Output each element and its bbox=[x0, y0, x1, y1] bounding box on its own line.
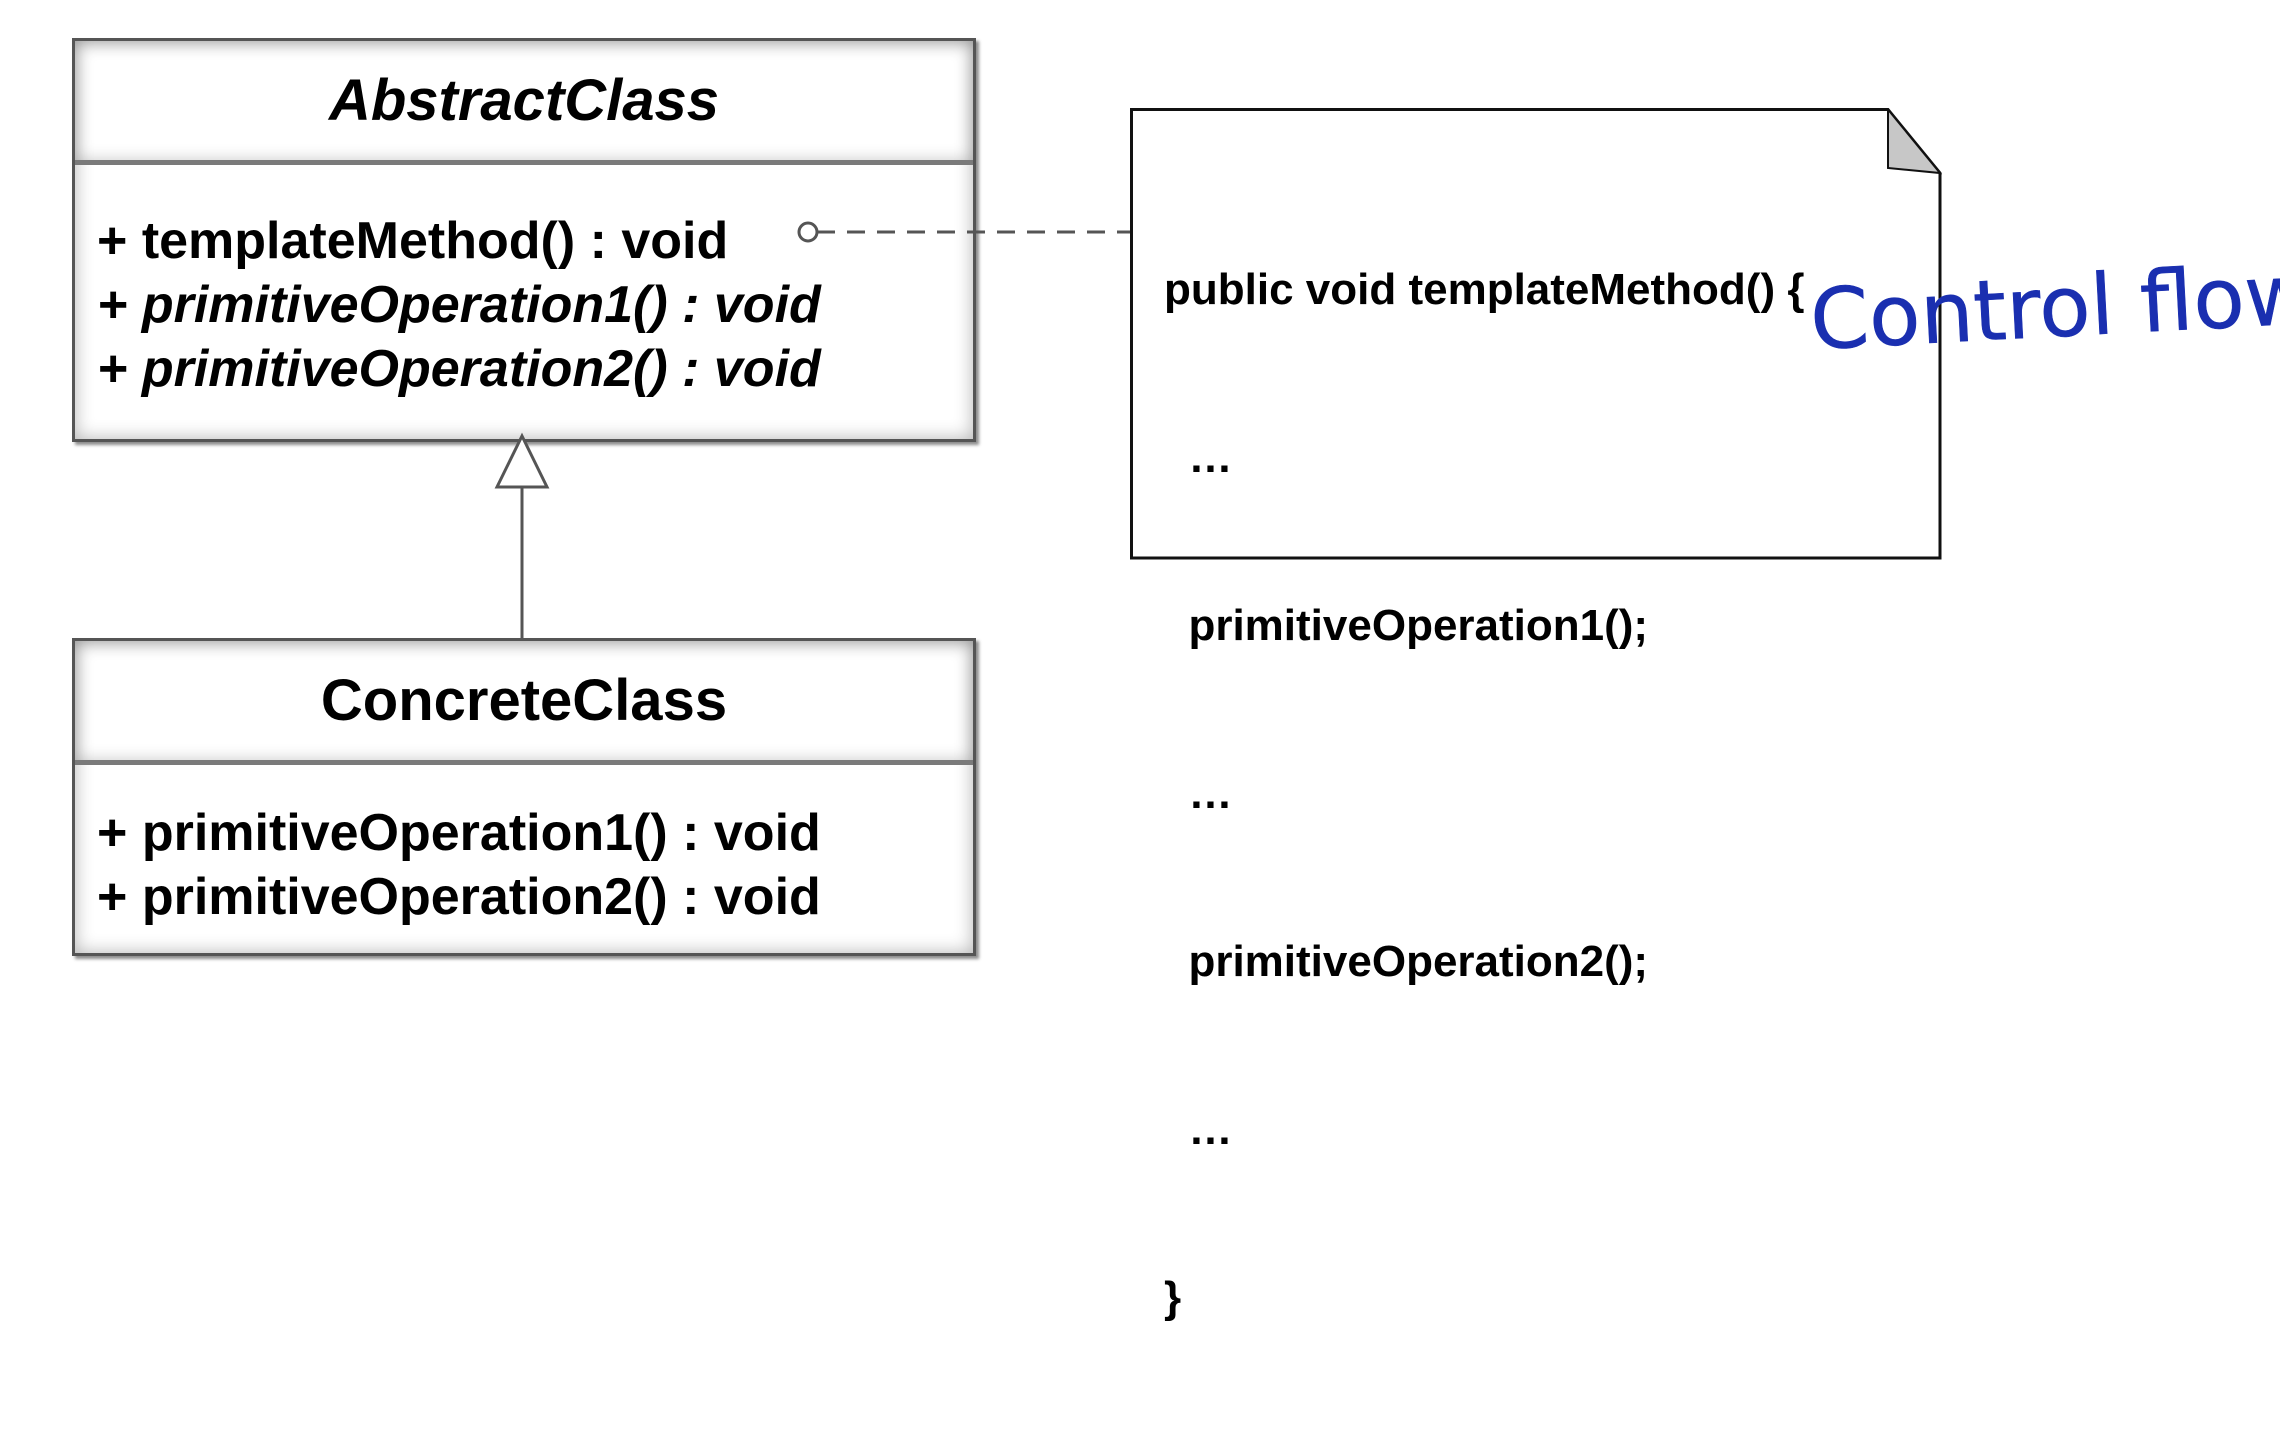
concrete-operation-primitive-1: + primitiveOperation1() : void bbox=[97, 804, 821, 862]
note-anchor-circle bbox=[797, 221, 819, 243]
note-code-line: … bbox=[1164, 433, 1233, 482]
abstract-class-box[interactable]: AbstractClass + templateMethod() : void … bbox=[72, 38, 976, 442]
abstract-class-operations: + templateMethod() : void + primitiveOpe… bbox=[75, 165, 973, 401]
concrete-class-name: ConcreteClass bbox=[320, 668, 728, 733]
note-shape bbox=[1130, 108, 1942, 560]
concrete-class-operations: + primitiveOperation1() : void + primiti… bbox=[75, 765, 973, 929]
note-code-text: public void templateMethod() { … primiti… bbox=[1164, 150, 1804, 1438]
abstract-class-header: AbstractClass bbox=[75, 41, 973, 165]
note-code-line: primitiveOperation1(); bbox=[1164, 601, 1649, 650]
generalization-arrowhead bbox=[494, 432, 550, 489]
concrete-operation-primitive-2: + primitiveOperation2() : void bbox=[97, 868, 821, 926]
note-code-line: … bbox=[1164, 1105, 1233, 1154]
note-folded-corner bbox=[1887, 108, 1942, 175]
note-code-line: public void templateMethod() { bbox=[1164, 265, 1805, 314]
abstract-class-name: AbstractClass bbox=[328, 68, 720, 133]
concrete-class-box[interactable]: ConcreteClass + primitiveOperation1() : … bbox=[72, 638, 976, 956]
note-code-line: primitiveOperation2(); bbox=[1164, 937, 1649, 986]
abstract-operation-template-method: + templateMethod() : void bbox=[97, 212, 729, 270]
abstract-operation-primitive-1: + primitiveOperation1() : void bbox=[97, 276, 821, 334]
note-code-line: … bbox=[1164, 769, 1233, 818]
abstract-operation-primitive-2: + primitiveOperation2() : void bbox=[97, 340, 821, 398]
note-code-line: } bbox=[1164, 1273, 1182, 1322]
code-note[interactable]: public void templateMethod() { … primiti… bbox=[1130, 108, 1942, 1322]
concrete-class-header: ConcreteClass bbox=[75, 641, 973, 765]
